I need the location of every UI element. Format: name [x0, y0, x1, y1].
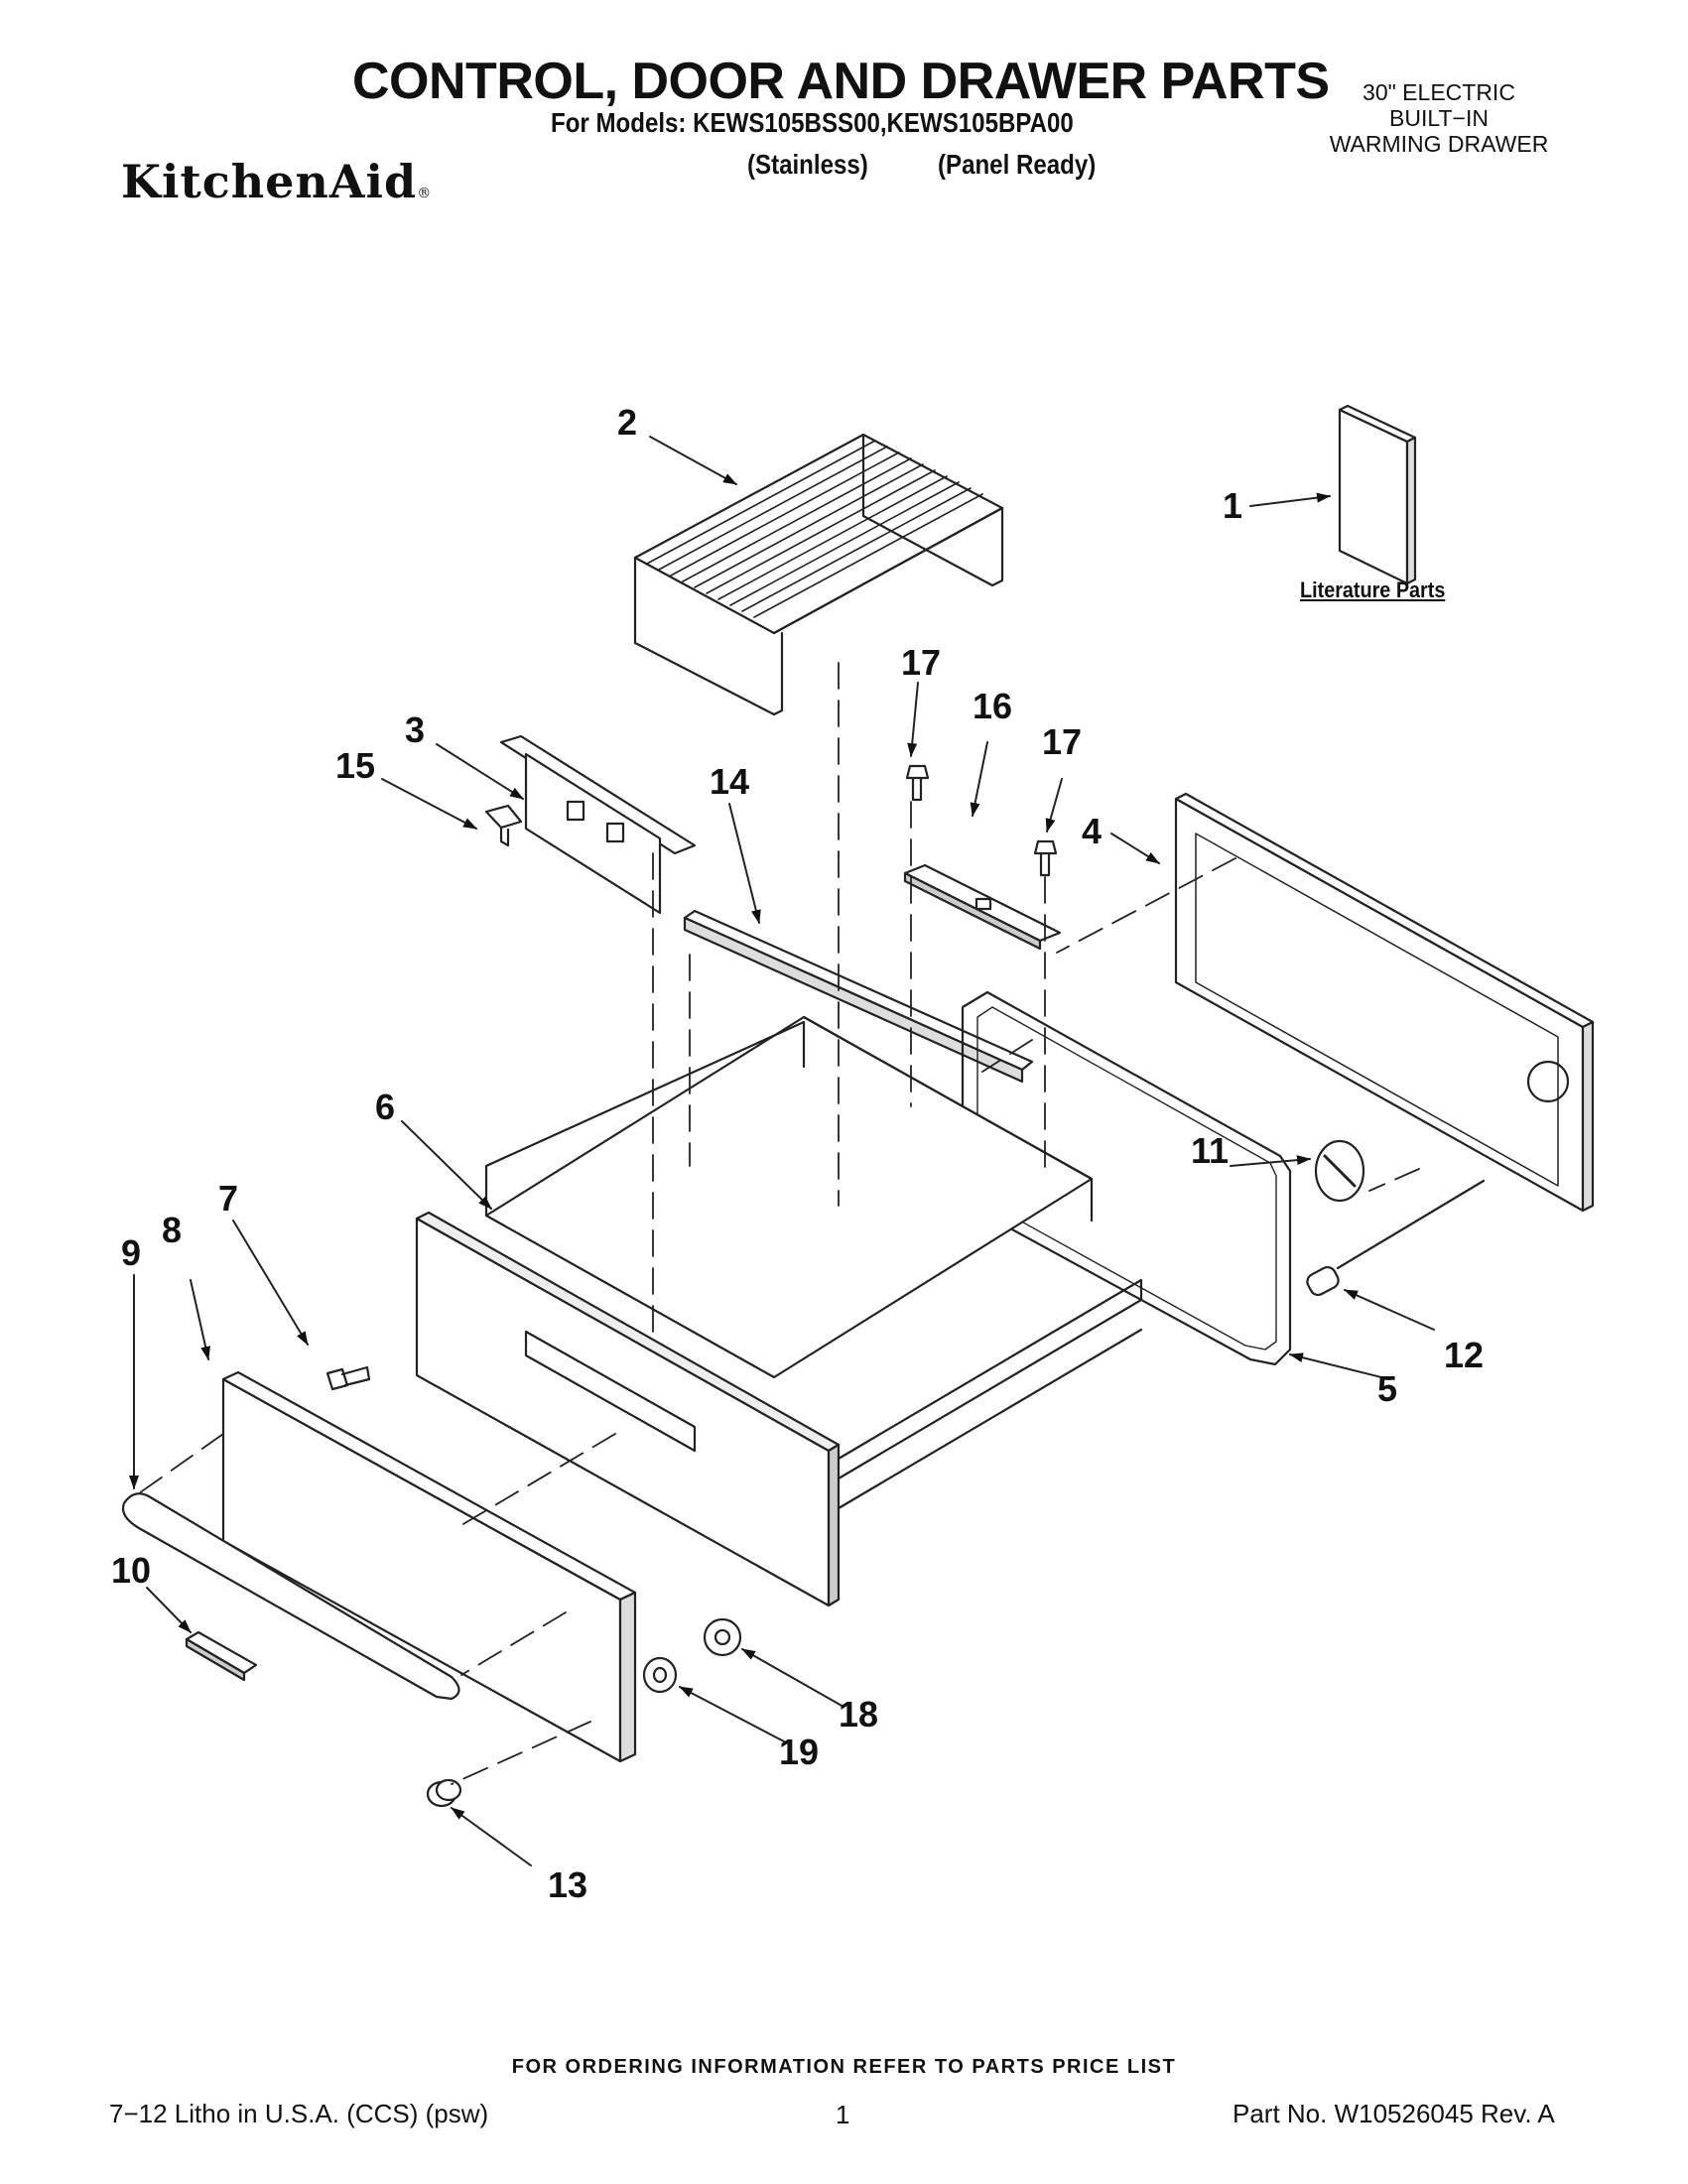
rear-panel	[1174, 792, 1595, 1213]
models-line: For Models: KEWS105BSS00,KEWS105BPA00	[551, 107, 1074, 138]
registered-mark: ®	[417, 186, 433, 201]
callout-17-left: 17	[901, 642, 941, 683]
trim-strip	[683, 909, 1034, 1084]
control-bracket	[499, 734, 697, 915]
variant-panel-ready: (Panel Ready)	[938, 149, 1097, 180]
callout-13: 13	[548, 1864, 587, 1905]
callout-12: 12	[1444, 1335, 1484, 1375]
drawer-front-panel	[221, 1370, 637, 1763]
literature-booklet	[1338, 404, 1417, 585]
callout-14: 14	[710, 761, 749, 802]
variant-stainless: (Stainless)	[747, 149, 868, 180]
callout-16: 16	[973, 686, 1012, 726]
bracket	[903, 863, 1062, 951]
part-number: Part No. W10526045 Rev. A	[1233, 2099, 1555, 2128]
washer	[642, 1656, 678, 1694]
callout-1: 1	[1223, 485, 1242, 526]
callout-5: 5	[1377, 1368, 1397, 1409]
callout-8: 8	[162, 1210, 182, 1250]
screw	[905, 764, 930, 802]
product-line-3: WARMING DRAWER	[1329, 131, 1549, 157]
callout-11: 11	[1191, 1130, 1229, 1171]
callout-2: 2	[617, 402, 637, 443]
knob	[1314, 1139, 1365, 1203]
screw	[1033, 839, 1058, 877]
callout-7: 7	[218, 1178, 238, 1219]
literature-parts-label: Literature Parts	[1300, 578, 1446, 602]
callout-19: 19	[779, 1732, 819, 1772]
page-number: 1	[836, 2100, 850, 2129]
brand-name: KitchenAid	[121, 155, 418, 208]
callout-9: 9	[121, 1232, 141, 1273]
callout-4: 4	[1082, 811, 1102, 851]
product-line-1: 30" ELECTRIC	[1363, 79, 1515, 105]
drawer-box	[415, 1015, 1143, 1607]
callout-3: 3	[405, 709, 425, 750]
badge	[185, 1630, 258, 1682]
product-description: 30" ELECTRIC BUILT−IN WARMING DRAWER	[1310, 79, 1568, 157]
callout-10: 10	[111, 1550, 151, 1591]
thermostat-sensor	[1306, 1179, 1486, 1297]
callout-6: 6	[375, 1087, 395, 1127]
callout-17-right: 17	[1042, 721, 1082, 762]
brand-logo: KitchenAid®	[121, 155, 432, 208]
bumper	[426, 1778, 462, 1808]
ordering-note: FOR ORDERING INFORMATION REFER TO PARTS …	[511, 2056, 1177, 2078]
litho-info: 7−12 Litho in U.S.A. (CCS) (psw)	[109, 2099, 489, 2128]
product-line-2: BUILT−IN	[1389, 105, 1489, 131]
door-screw	[325, 1365, 371, 1391]
callout-18: 18	[839, 1694, 878, 1734]
callout-15: 15	[335, 745, 375, 786]
handle	[121, 1492, 460, 1701]
wire-rack	[633, 433, 1004, 716]
grommet-ring	[703, 1617, 742, 1657]
page-title: CONTROL, DOOR AND DRAWER PARTS	[352, 53, 1330, 110]
clip	[484, 804, 523, 847]
